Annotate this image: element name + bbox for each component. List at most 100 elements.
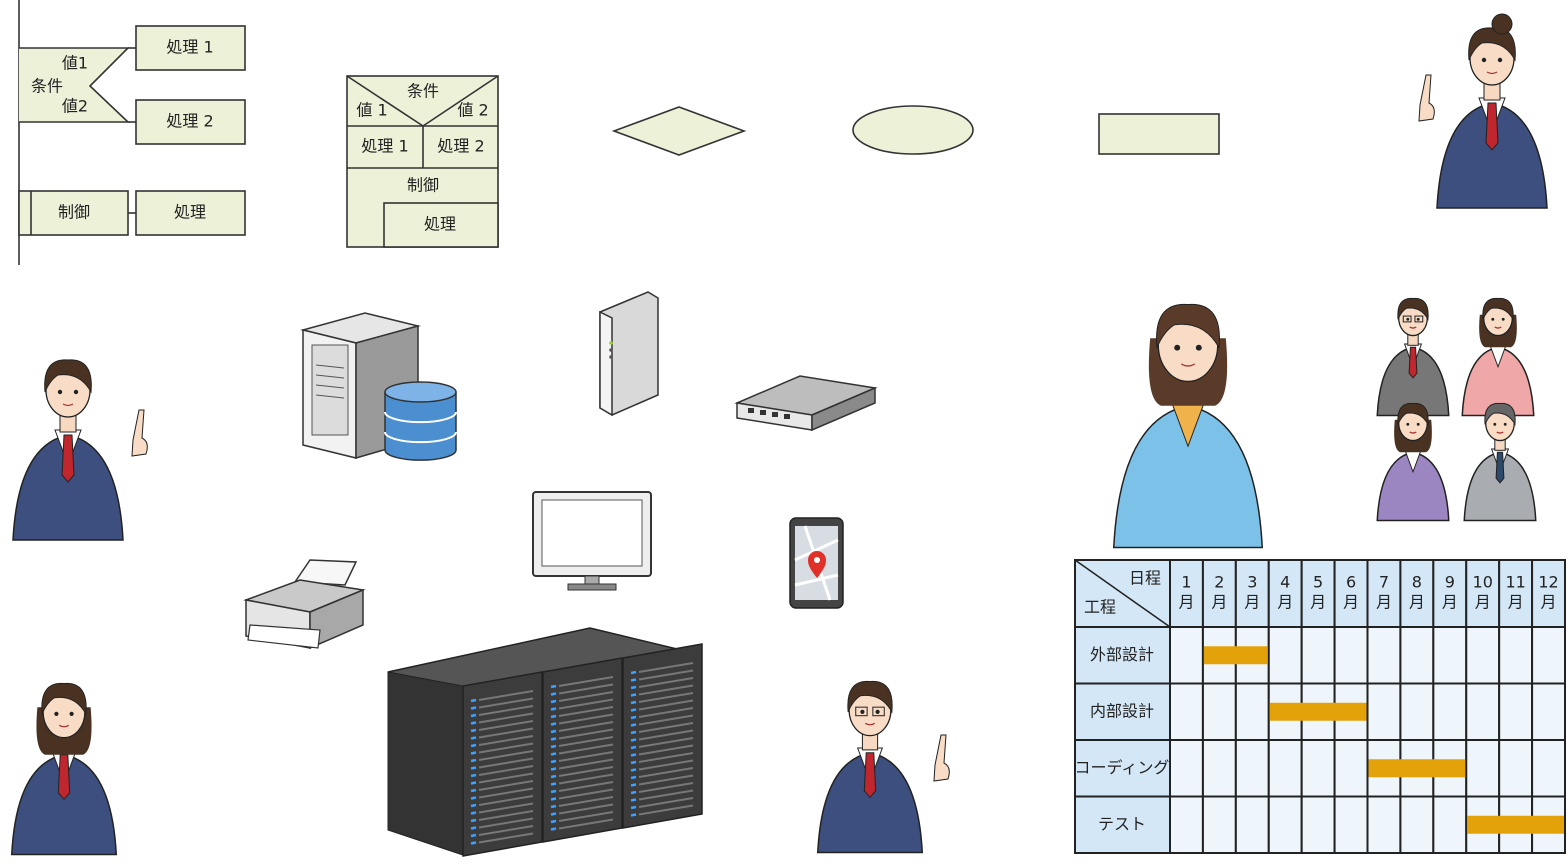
gantt-cell bbox=[1366, 682, 1402, 741]
process-box bbox=[135, 190, 246, 236]
necktie bbox=[61, 434, 75, 483]
ns-value1-label: 値 1 bbox=[356, 101, 387, 120]
gantt-month-number: 5 bbox=[1313, 573, 1323, 592]
process-label: 処理 bbox=[174, 203, 206, 222]
wifi-router-icon bbox=[599, 291, 659, 417]
gantt-cell bbox=[1432, 795, 1468, 854]
ns-control-label: 制御 bbox=[407, 176, 439, 195]
gantt-month-number: 7 bbox=[1379, 573, 1389, 592]
gantt-task-cell bbox=[1074, 626, 1171, 685]
control-box bbox=[18, 190, 129, 236]
ns-process2-label: 処理 2 bbox=[437, 137, 484, 156]
value2-label: 値2 bbox=[62, 97, 88, 116]
gantt-month-header bbox=[1169, 559, 1204, 628]
process1-box bbox=[135, 25, 246, 71]
control-label: 制御 bbox=[58, 203, 90, 222]
gantt-cell bbox=[1432, 626, 1468, 685]
gantt-cell bbox=[1267, 626, 1303, 685]
gantt-task-label: 内部設計 bbox=[1090, 701, 1154, 720]
monitor-icon bbox=[532, 491, 652, 591]
gantt-month-number: 4 bbox=[1280, 573, 1290, 592]
gantt-month-suffix: 月 bbox=[1211, 593, 1227, 612]
pointing-hand bbox=[131, 409, 148, 457]
man-pointing bbox=[12, 359, 148, 541]
gantt-cell bbox=[1531, 626, 1567, 685]
avatar-woman-purple bbox=[1376, 402, 1450, 522]
gantt-cell bbox=[1399, 795, 1435, 854]
process2-label: 処理 2 bbox=[166, 112, 213, 131]
smartphone-map-icon bbox=[789, 517, 844, 609]
gantt-month-number: 11 bbox=[1505, 573, 1525, 592]
gantt-task-label: 外部設計 bbox=[1090, 645, 1154, 664]
network-hub-icon bbox=[734, 375, 878, 432]
gantt-month-number: 10 bbox=[1473, 573, 1493, 592]
gantt-month-suffix: 月 bbox=[1343, 593, 1359, 612]
gantt-task-label: コーディング bbox=[1075, 758, 1170, 777]
necktie bbox=[863, 752, 877, 799]
gantt-cell bbox=[1169, 626, 1204, 685]
gantt-cell bbox=[1399, 682, 1435, 741]
gantt-month-suffix: 月 bbox=[1442, 593, 1458, 612]
gantt-cell bbox=[1432, 682, 1468, 741]
map-pin-icon bbox=[808, 551, 826, 578]
value1-label: 値1 bbox=[62, 54, 88, 73]
gantt-month-number: 3 bbox=[1247, 573, 1257, 592]
gantt-month-number: 1 bbox=[1181, 573, 1191, 592]
gantt-month-number: 9 bbox=[1445, 573, 1455, 592]
process2-box bbox=[135, 99, 246, 145]
gantt-cell bbox=[1333, 795, 1369, 854]
database-icon bbox=[384, 381, 457, 461]
ns-value2-label: 値 2 bbox=[457, 101, 488, 120]
terminal-ellipse bbox=[852, 105, 974, 155]
gantt-bar bbox=[1203, 646, 1268, 665]
gantt-cell bbox=[1498, 682, 1534, 741]
gantt-cell bbox=[1201, 795, 1237, 854]
gantt-cell bbox=[1366, 795, 1402, 854]
gantt-cell bbox=[1465, 626, 1501, 685]
server-rack-icon bbox=[387, 627, 703, 857]
necktie bbox=[1495, 451, 1505, 484]
man-glasses-pointing bbox=[816, 680, 950, 854]
gantt-month-header bbox=[1366, 559, 1402, 628]
gantt-cell bbox=[1169, 795, 1204, 854]
condition-shape bbox=[19, 47, 131, 123]
condition-label: 条件 bbox=[31, 77, 63, 96]
gantt-bar bbox=[1368, 759, 1466, 778]
case-flow-diagram: 値1 条件 値2 処理 1 処理 2 制御 処理 bbox=[18, 0, 246, 265]
gantt-cell bbox=[1366, 626, 1402, 685]
gantt-task-cell bbox=[1074, 739, 1171, 798]
gantt-month-header bbox=[1333, 559, 1369, 628]
process1-label: 処理 1 bbox=[166, 38, 213, 57]
gantt-cell bbox=[1201, 739, 1237, 798]
necktie bbox=[1485, 102, 1499, 151]
gantt-month-number: 8 bbox=[1412, 573, 1422, 592]
gantt-cell bbox=[1333, 739, 1369, 798]
gantt-cell bbox=[1531, 682, 1567, 741]
gantt-month-header bbox=[1531, 559, 1567, 628]
gantt-cell bbox=[1234, 739, 1270, 798]
gantt-corner-process: 工程 bbox=[1084, 598, 1116, 617]
ns-chart: 条件 値 1 値 2 処理 1 処理 2 制御 処理 bbox=[346, 75, 499, 248]
necktie bbox=[1408, 346, 1418, 379]
gantt-month-suffix: 月 bbox=[1178, 593, 1194, 612]
schedule-gantt-chart: 日程 工程 1月2月3月4月5月6月7月8月9月10月11月12月外部設計内部設… bbox=[1074, 559, 1567, 854]
gantt-bar bbox=[1269, 702, 1367, 721]
woman-blue-jacket bbox=[1112, 303, 1264, 549]
gantt-cell bbox=[1333, 626, 1369, 685]
gantt-month-suffix: 月 bbox=[1376, 593, 1392, 612]
avatar-woman-pink bbox=[1461, 297, 1535, 417]
gantt-month-suffix: 月 bbox=[1409, 593, 1425, 612]
ns-process-label: 処理 bbox=[424, 215, 456, 234]
gantt-bar bbox=[1467, 815, 1564, 834]
gantt-month-header bbox=[1498, 559, 1534, 628]
gantt-month-number: 2 bbox=[1214, 573, 1224, 592]
gantt-month-header bbox=[1465, 559, 1501, 628]
gantt-month-header bbox=[1267, 559, 1303, 628]
gantt-cell bbox=[1465, 682, 1501, 741]
gantt-cell bbox=[1498, 626, 1534, 685]
gantt-task-label: テスト bbox=[1098, 814, 1146, 833]
gantt-cell bbox=[1267, 739, 1303, 798]
printer-icon bbox=[243, 559, 366, 650]
process-rectangle bbox=[1098, 113, 1220, 155]
gantt-cell bbox=[1465, 739, 1501, 798]
